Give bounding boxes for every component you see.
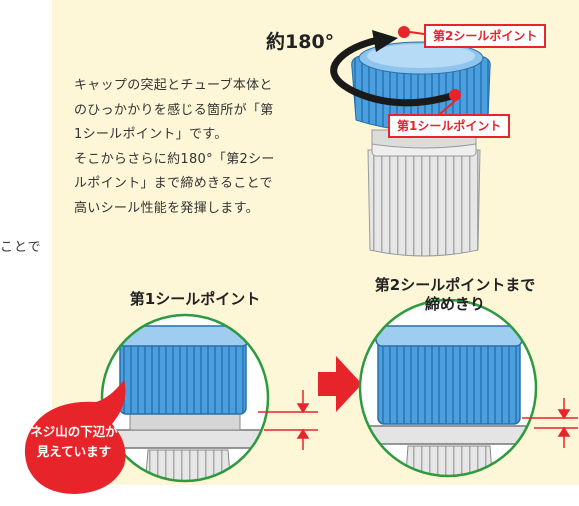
- rotation-arrow: [330, 26, 461, 115]
- circle-2-title-line1: 第2シールポイントまで: [374, 276, 536, 294]
- callout-line1: ネジ山の下辺が: [30, 424, 118, 439]
- circle-2-title: 第2シールポイントまで 締めきり: [360, 276, 550, 314]
- description-line: キャップの突起とチューブ本体と: [74, 78, 273, 93]
- description-line: 1シールポイント」です。: [74, 127, 228, 142]
- circle-1-outline: [100, 313, 270, 483]
- callout-line2: 見えています: [36, 444, 112, 459]
- measurement-marks-2: [522, 398, 578, 448]
- cut-off-text: ことで: [0, 240, 42, 255]
- seal-point-1-detail: [100, 313, 270, 483]
- description-line: そこからさらに約180°「第2シー: [74, 151, 275, 167]
- description-text: キャップの突起とチューブ本体と のひっかかりを感じる箇所が「第 1シールポイント…: [74, 74, 336, 221]
- circle-2-outline: [358, 298, 538, 478]
- description-line: ルポイント」まで締めきることで: [74, 176, 273, 191]
- progress-arrow: [318, 356, 362, 412]
- callout-bubble: [24, 380, 126, 494]
- seal-point-1-marker: [449, 89, 461, 101]
- seal-point-2-detail: [358, 298, 538, 478]
- rotation-angle-label: 約180°: [266, 31, 335, 53]
- measurement-marks-1: [258, 390, 318, 450]
- tube-with-cap: [351, 41, 491, 257]
- circle-1-title: 第1シールポイント: [129, 290, 261, 308]
- seal-point-2-tag: 第2シールポイント: [424, 24, 547, 48]
- seal-point-2-marker: [398, 26, 410, 38]
- description-line: 高いシール性能を発揮します。: [74, 200, 259, 216]
- seal-point-1-tag: 第1シールポイント: [388, 114, 511, 138]
- description-line: のひっかかりを感じる箇所が「第: [74, 102, 274, 118]
- circle-2-title-line2: 締めきり: [424, 295, 485, 313]
- callout-text: ネジ山の下辺が 見えています: [22, 400, 126, 492]
